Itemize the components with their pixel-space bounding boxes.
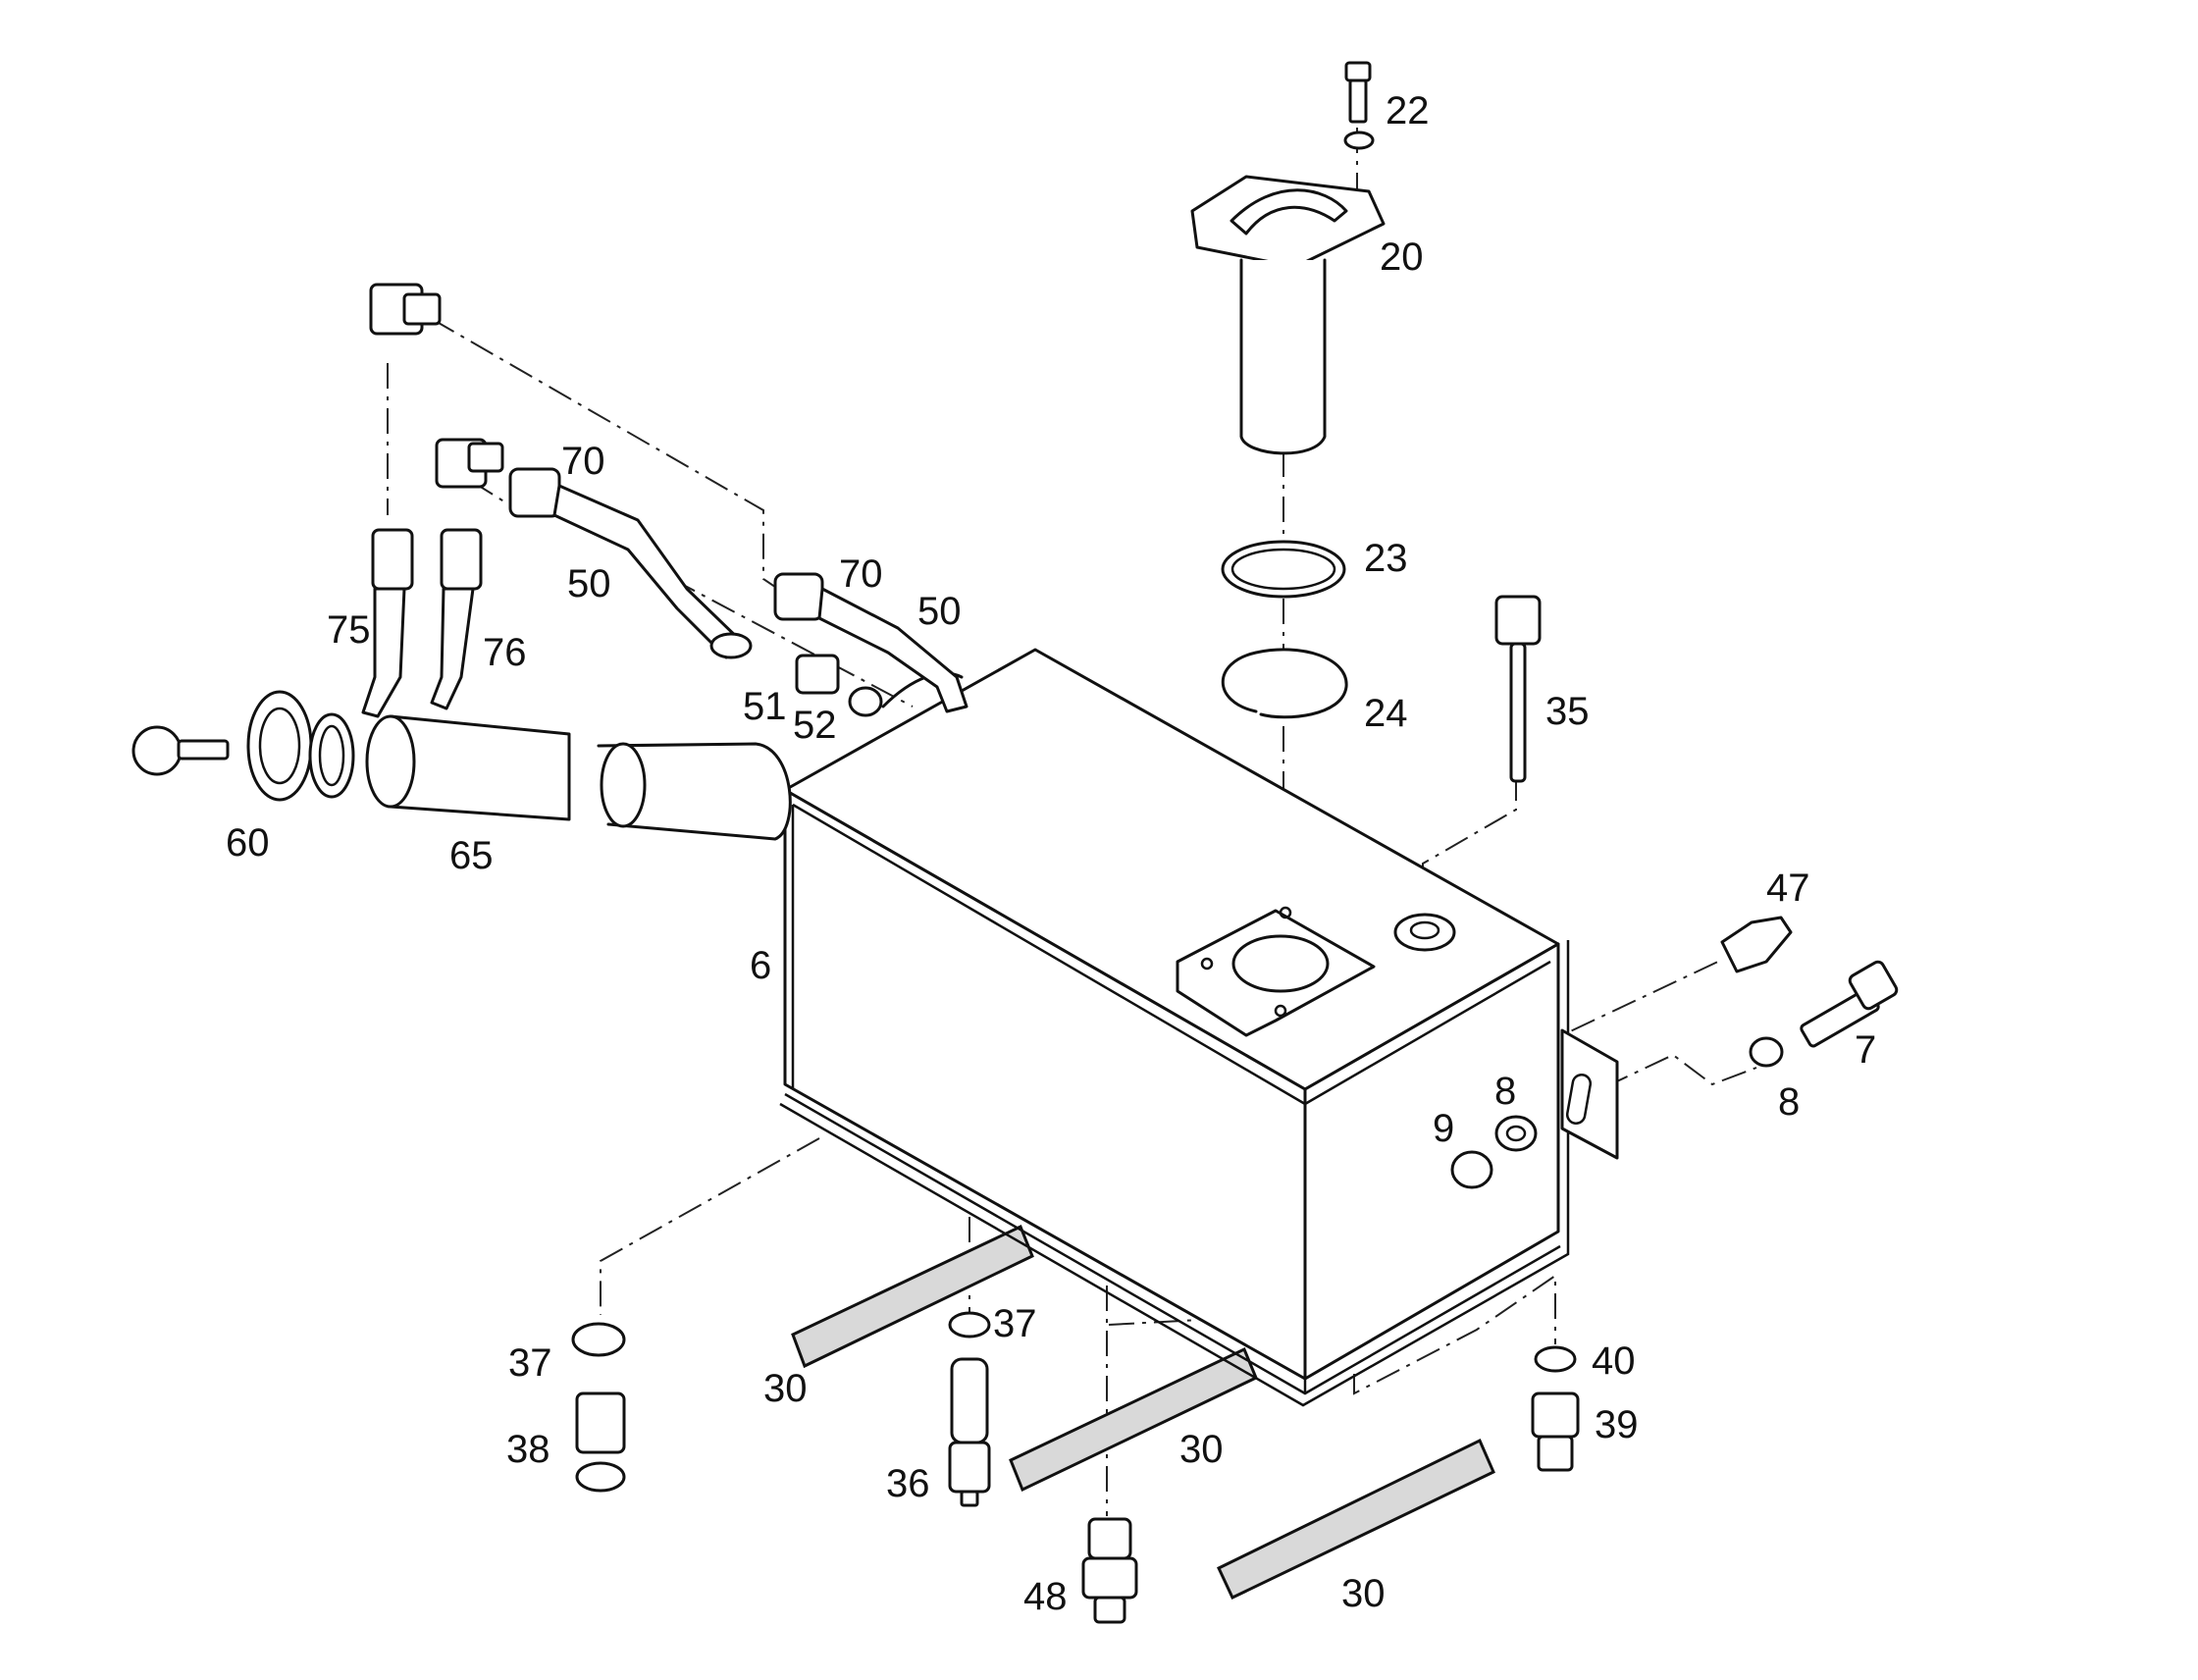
callout-9: 9 [1433,1107,1454,1150]
washer-37b [948,1311,991,1339]
hydraulic-tank [597,648,1619,1407]
fitting-47 [1720,916,1793,973]
drain-48 [1087,1517,1132,1560]
dipstick-cap-35 [1494,595,1542,646]
callout-8-right: 8 [1778,1080,1800,1124]
dipstick-boss [1393,913,1456,952]
callout-24: 24 [1364,692,1408,735]
key-blade [177,739,230,761]
callout-37-center: 37 [993,1302,1037,1345]
callout-48: 48 [1023,1575,1068,1618]
retaining-ring-24 [1221,648,1348,719]
o-ring-23 [1221,540,1346,599]
sensor-36-base [948,1441,991,1494]
key-bow [131,725,183,776]
callout-52: 52 [793,704,837,747]
sensor-36-body [950,1357,989,1444]
callout-60: 60 [226,821,270,865]
washer-22 [1343,131,1375,150]
filler-pipe [597,742,792,841]
breather-assembly [1190,61,1542,783]
washer-8b [1749,1036,1784,1068]
callout-38: 38 [506,1428,550,1471]
callout-36: 36 [886,1462,930,1505]
callout-23: 23 [1364,537,1408,580]
fittings-upper-left [131,283,968,821]
callout-37-left: 37 [508,1341,552,1385]
callout-30-center: 30 [1179,1428,1224,1471]
callout-30-left: 30 [763,1367,808,1410]
bolt-7-head [1848,960,1899,1011]
foam-pad-left [791,1224,1034,1369]
callout-20: 20 [1380,236,1424,279]
filler-pipe-end [600,742,647,828]
strainer-cap-flange-20 [1190,175,1386,269]
washer-8a [1494,1115,1538,1152]
dipstick-stem-35 [1509,642,1527,783]
callout-47: 47 [1766,866,1810,910]
washer-40 [1534,1345,1577,1373]
strainer-basket-20 [1239,258,1327,455]
callout-75: 75 [327,608,371,652]
callout-30-bottom: 30 [1341,1572,1386,1615]
callout-50-upper: 50 [567,562,611,605]
callout-40: 40 [1592,1339,1636,1383]
callout-51: 51 [743,685,787,728]
callout-35: 35 [1545,690,1590,733]
callout-22: 22 [1386,89,1430,132]
callout-7: 7 [1855,1028,1876,1072]
callout-8-left: 8 [1494,1070,1516,1113]
hose-end-75 [371,528,414,591]
gasket-60 [308,712,355,799]
plug-51 [795,654,840,695]
pipe-50a-flange [709,632,753,659]
bolt-22-shank [1348,79,1368,124]
callout-39: 39 [1595,1403,1639,1446]
callout-6: 6 [750,944,771,987]
hose-76 [430,587,475,710]
plug-39 [1531,1391,1580,1439]
hose-75 [361,587,406,718]
callout-70-lower: 70 [839,552,883,596]
washer-37a [571,1322,626,1357]
bottom-fittings [571,1311,1580,1624]
nut-9 [1450,1150,1493,1189]
foam-pad-bottom [1217,1438,1495,1601]
callout-50-lower: 50 [917,590,962,633]
bolt-22-head [1344,61,1372,82]
hose-end-76 [440,528,483,591]
callout-labels: 22 20 23 24 35 70 50 70 50 75 76 51 52 6… [226,89,1876,1618]
pipe-50b [817,587,968,713]
side-fittings [1450,916,1899,1189]
plug-38 [575,1391,626,1454]
tank-side-face [1303,942,1560,1381]
callout-65: 65 [449,834,494,877]
foam-pads [791,1224,1495,1601]
strainer-cap-handle [1230,188,1348,236]
callout-70-upper: 70 [561,440,605,483]
seal-52 [848,686,883,717]
nut-70a [508,467,561,518]
filler-strainer-65 [389,714,571,821]
filler-neck-opening [1231,934,1330,993]
nut-70b [773,572,824,621]
callout-76: 76 [483,631,527,674]
